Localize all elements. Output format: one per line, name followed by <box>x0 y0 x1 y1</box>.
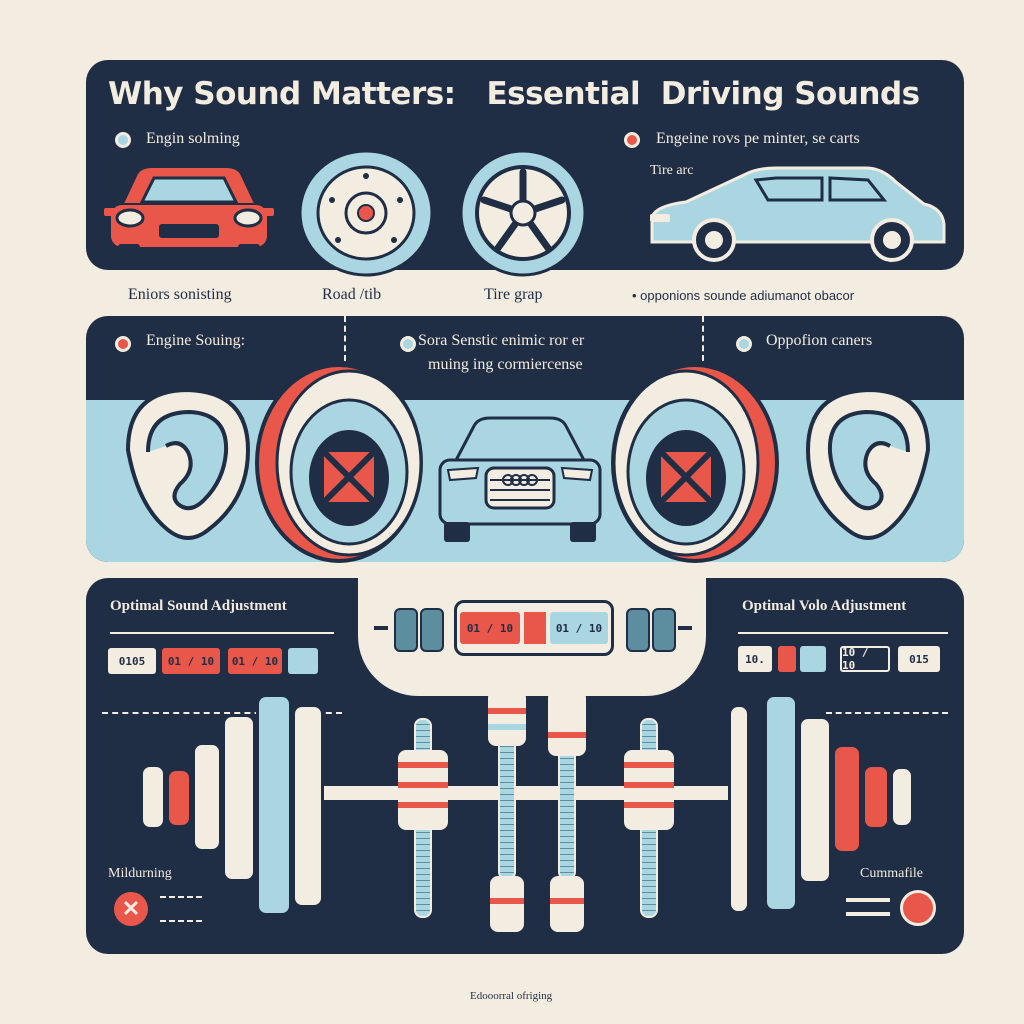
value-chip <box>800 646 826 672</box>
toggle-dash <box>678 626 692 630</box>
ear-icon <box>805 387 931 540</box>
indicator-dot-coral <box>115 336 131 352</box>
middle-item-sensitive: Sora Senstic enimic ror er <box>418 332 585 349</box>
value-chip-divider <box>524 612 546 644</box>
label-adjustment-note: • opponions sounde adiumanot obacor <box>632 288 855 303</box>
fader-track[interactable] <box>498 730 516 880</box>
speaker-icon <box>255 363 423 563</box>
title-underline <box>738 632 948 634</box>
footer-text: Edooorral ofriging <box>470 990 553 1002</box>
eq-bar <box>890 766 914 828</box>
sedan-icon <box>650 166 946 262</box>
eq-bar <box>728 704 750 914</box>
right-caption: Cummafile <box>860 866 923 881</box>
fader-track[interactable] <box>558 740 576 880</box>
alloy-wheel-icon <box>459 149 587 277</box>
top-item-engine: Engin solming <box>146 130 240 147</box>
eq-bar <box>222 714 256 882</box>
eq-bar <box>166 768 192 828</box>
toggle-pill[interactable] <box>420 608 444 652</box>
value-chip <box>778 646 796 672</box>
divider-line <box>702 316 704 400</box>
left-panel-title: Optimal Sound Adjustment <box>110 598 287 614</box>
eq-bar <box>192 742 222 852</box>
middle-item-opposition: Oppofion caners <box>766 332 873 349</box>
right-panel-title: Optimal Volo Adjustment <box>742 598 907 614</box>
car-front-icon <box>104 168 274 258</box>
eq-bar <box>798 716 832 884</box>
divider-line <box>344 316 346 400</box>
fader-knob[interactable] <box>488 690 526 746</box>
speaker-icon <box>611 363 779 563</box>
value-chip: 01 / 10 <box>228 648 282 674</box>
connector-bar <box>318 786 750 800</box>
fader-knob[interactable] <box>624 750 674 830</box>
toggle-dash <box>374 626 388 630</box>
value-chip <box>288 648 318 674</box>
car-front-icon <box>438 416 602 542</box>
fader-knob[interactable] <box>550 876 584 932</box>
dashed-guide <box>102 712 342 714</box>
left-caption: Mildurning <box>108 866 172 881</box>
value-chip: 10 / 10 <box>840 646 890 672</box>
value-chip: 10. <box>738 646 772 672</box>
indicator-dot-sky <box>115 132 131 148</box>
toggle-pill[interactable] <box>652 608 676 652</box>
eq-bar <box>256 694 292 916</box>
indicator-dot-sky <box>400 336 416 352</box>
eq-bar <box>832 744 862 854</box>
value-chip: 01 / 10 <box>460 612 520 644</box>
dashed-guide <box>826 712 948 714</box>
eq-bar <box>862 764 890 830</box>
record-button[interactable] <box>900 890 936 926</box>
scale-grid <box>160 896 202 922</box>
eq-bar <box>140 764 166 830</box>
level-line <box>846 912 890 916</box>
eq-bar <box>764 694 798 912</box>
label-tire-grip: Tire grap <box>484 286 543 303</box>
title-underline <box>110 632 334 634</box>
middle-item-sensitive-2: muing ing cormiercense <box>428 356 583 373</box>
fader-knob[interactable] <box>398 750 448 830</box>
top-item-tire: Tire arc <box>650 163 694 178</box>
page-title: Why Sound Matters: Essential Driving Sou… <box>108 76 920 112</box>
label-road: Road /tib <box>322 286 382 303</box>
toggle-pill[interactable] <box>626 608 650 652</box>
value-chip: 01 / 10 <box>550 612 608 644</box>
value-chip: 015 <box>898 646 940 672</box>
close-button[interactable]: ✕ <box>114 892 148 926</box>
value-chip: 01 / 10 <box>162 648 220 674</box>
top-item-revs: Engeine rovs pe minter, se carts <box>656 130 860 147</box>
value-chip: 0105 <box>108 648 156 674</box>
indicator-dot-sky <box>736 336 752 352</box>
fader-knob[interactable] <box>490 876 524 932</box>
close-icon: ✕ <box>121 896 141 921</box>
fader-knob[interactable] <box>548 690 586 756</box>
eq-bar <box>292 704 324 908</box>
wheel-icon <box>298 149 434 277</box>
level-line <box>846 898 890 902</box>
indicator-dot-coral <box>624 132 640 148</box>
ear-icon <box>125 387 251 540</box>
toggle-pill[interactable] <box>394 608 418 652</box>
middle-item-engine: Engine Souing: <box>146 332 246 349</box>
label-engine-sound: Eniors sonisting <box>128 286 232 303</box>
